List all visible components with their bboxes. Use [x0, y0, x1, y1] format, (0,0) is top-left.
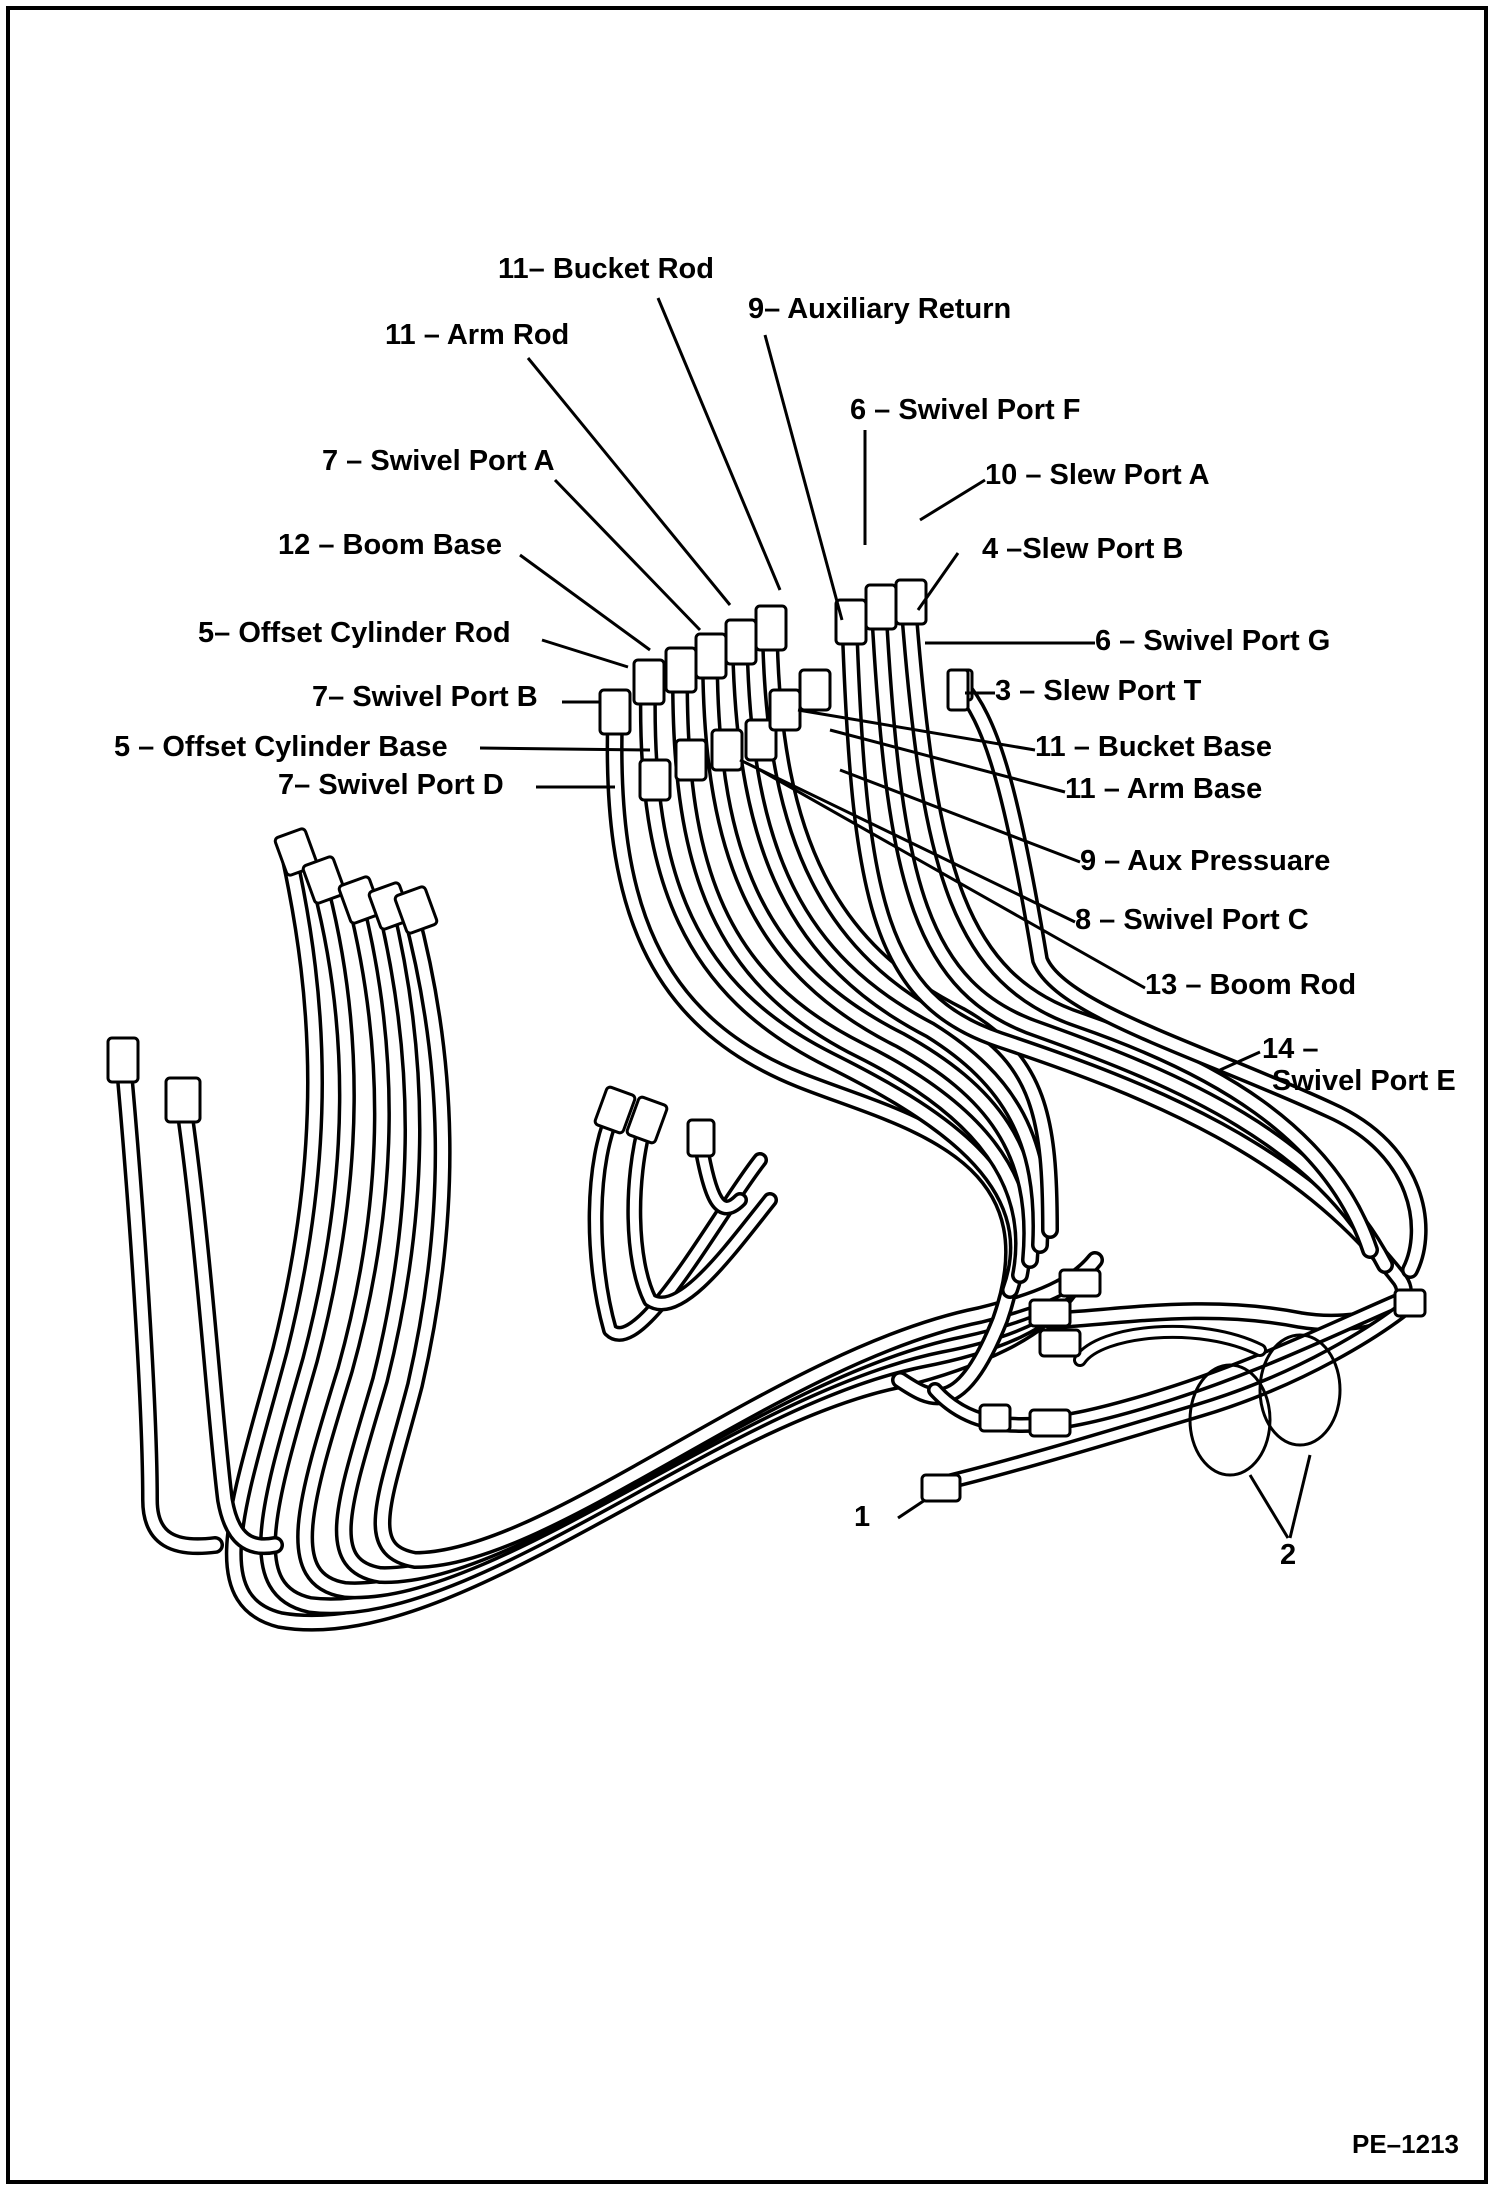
callout-boom-base: 12 – Boom Base [278, 529, 503, 561]
leader-lines [479, 297, 1312, 1539]
callout-arm-base: 11 – Arm Base [1065, 773, 1263, 805]
callout-swivel-port-g: 6 – Swivel Port G [1095, 625, 1331, 657]
hose-fittings [106, 578, 1427, 1503]
callout-swivel-port-a: 7 – Swivel Port A [322, 445, 555, 477]
callout-swivel-port-c: 8 – Swivel Port C [1075, 904, 1309, 936]
hose-clamps [1188, 1333, 1342, 1477]
callout-boom-rod: 13 – Boom Rod [1145, 969, 1357, 1001]
callout-aux-pressure: 9 – Aux Pressuare [1080, 845, 1331, 877]
page-border [6, 6, 1488, 2184]
callout-swivel-port-b: 7– Swivel Port B [312, 681, 538, 713]
callout-slew-port-a: 10 – Slew Port A [985, 459, 1210, 491]
callout-slew-port-t: 3 – Slew Port T [995, 675, 1202, 707]
callout-offset-cylinder-base: 5 – Offset Cylinder Base [114, 731, 448, 763]
hose-bundle [116, 616, 1428, 1632]
callout-bucket-base: 11 – Bucket Base [1035, 731, 1272, 763]
callout-slew-port-b: 4 –Slew Port B [982, 533, 1184, 565]
callout-arm-rod: 11 – Arm Rod [385, 319, 570, 351]
figure-code: PE–1213 [1352, 2129, 1459, 2159]
callout-auxiliary-return: 9– Auxiliary Return [748, 293, 1012, 325]
callout-item-1: 1 [854, 1501, 871, 1533]
callout-item-2: 2 [1280, 1539, 1297, 1571]
callout-item-14: 14 – [1262, 1033, 1319, 1065]
callout-swivel-port-d: 7– Swivel Port D [278, 769, 504, 801]
callout-bucket-rod: 11– Bucket Rod [498, 253, 714, 285]
callout-swivel-port-f: 6 – Swivel Port F [850, 394, 1081, 426]
callout-offset-cylinder-rod: 5– Offset Cylinder Rod [198, 617, 511, 649]
callout-swivel-port-e: Swivel Port E [1272, 1065, 1456, 1097]
